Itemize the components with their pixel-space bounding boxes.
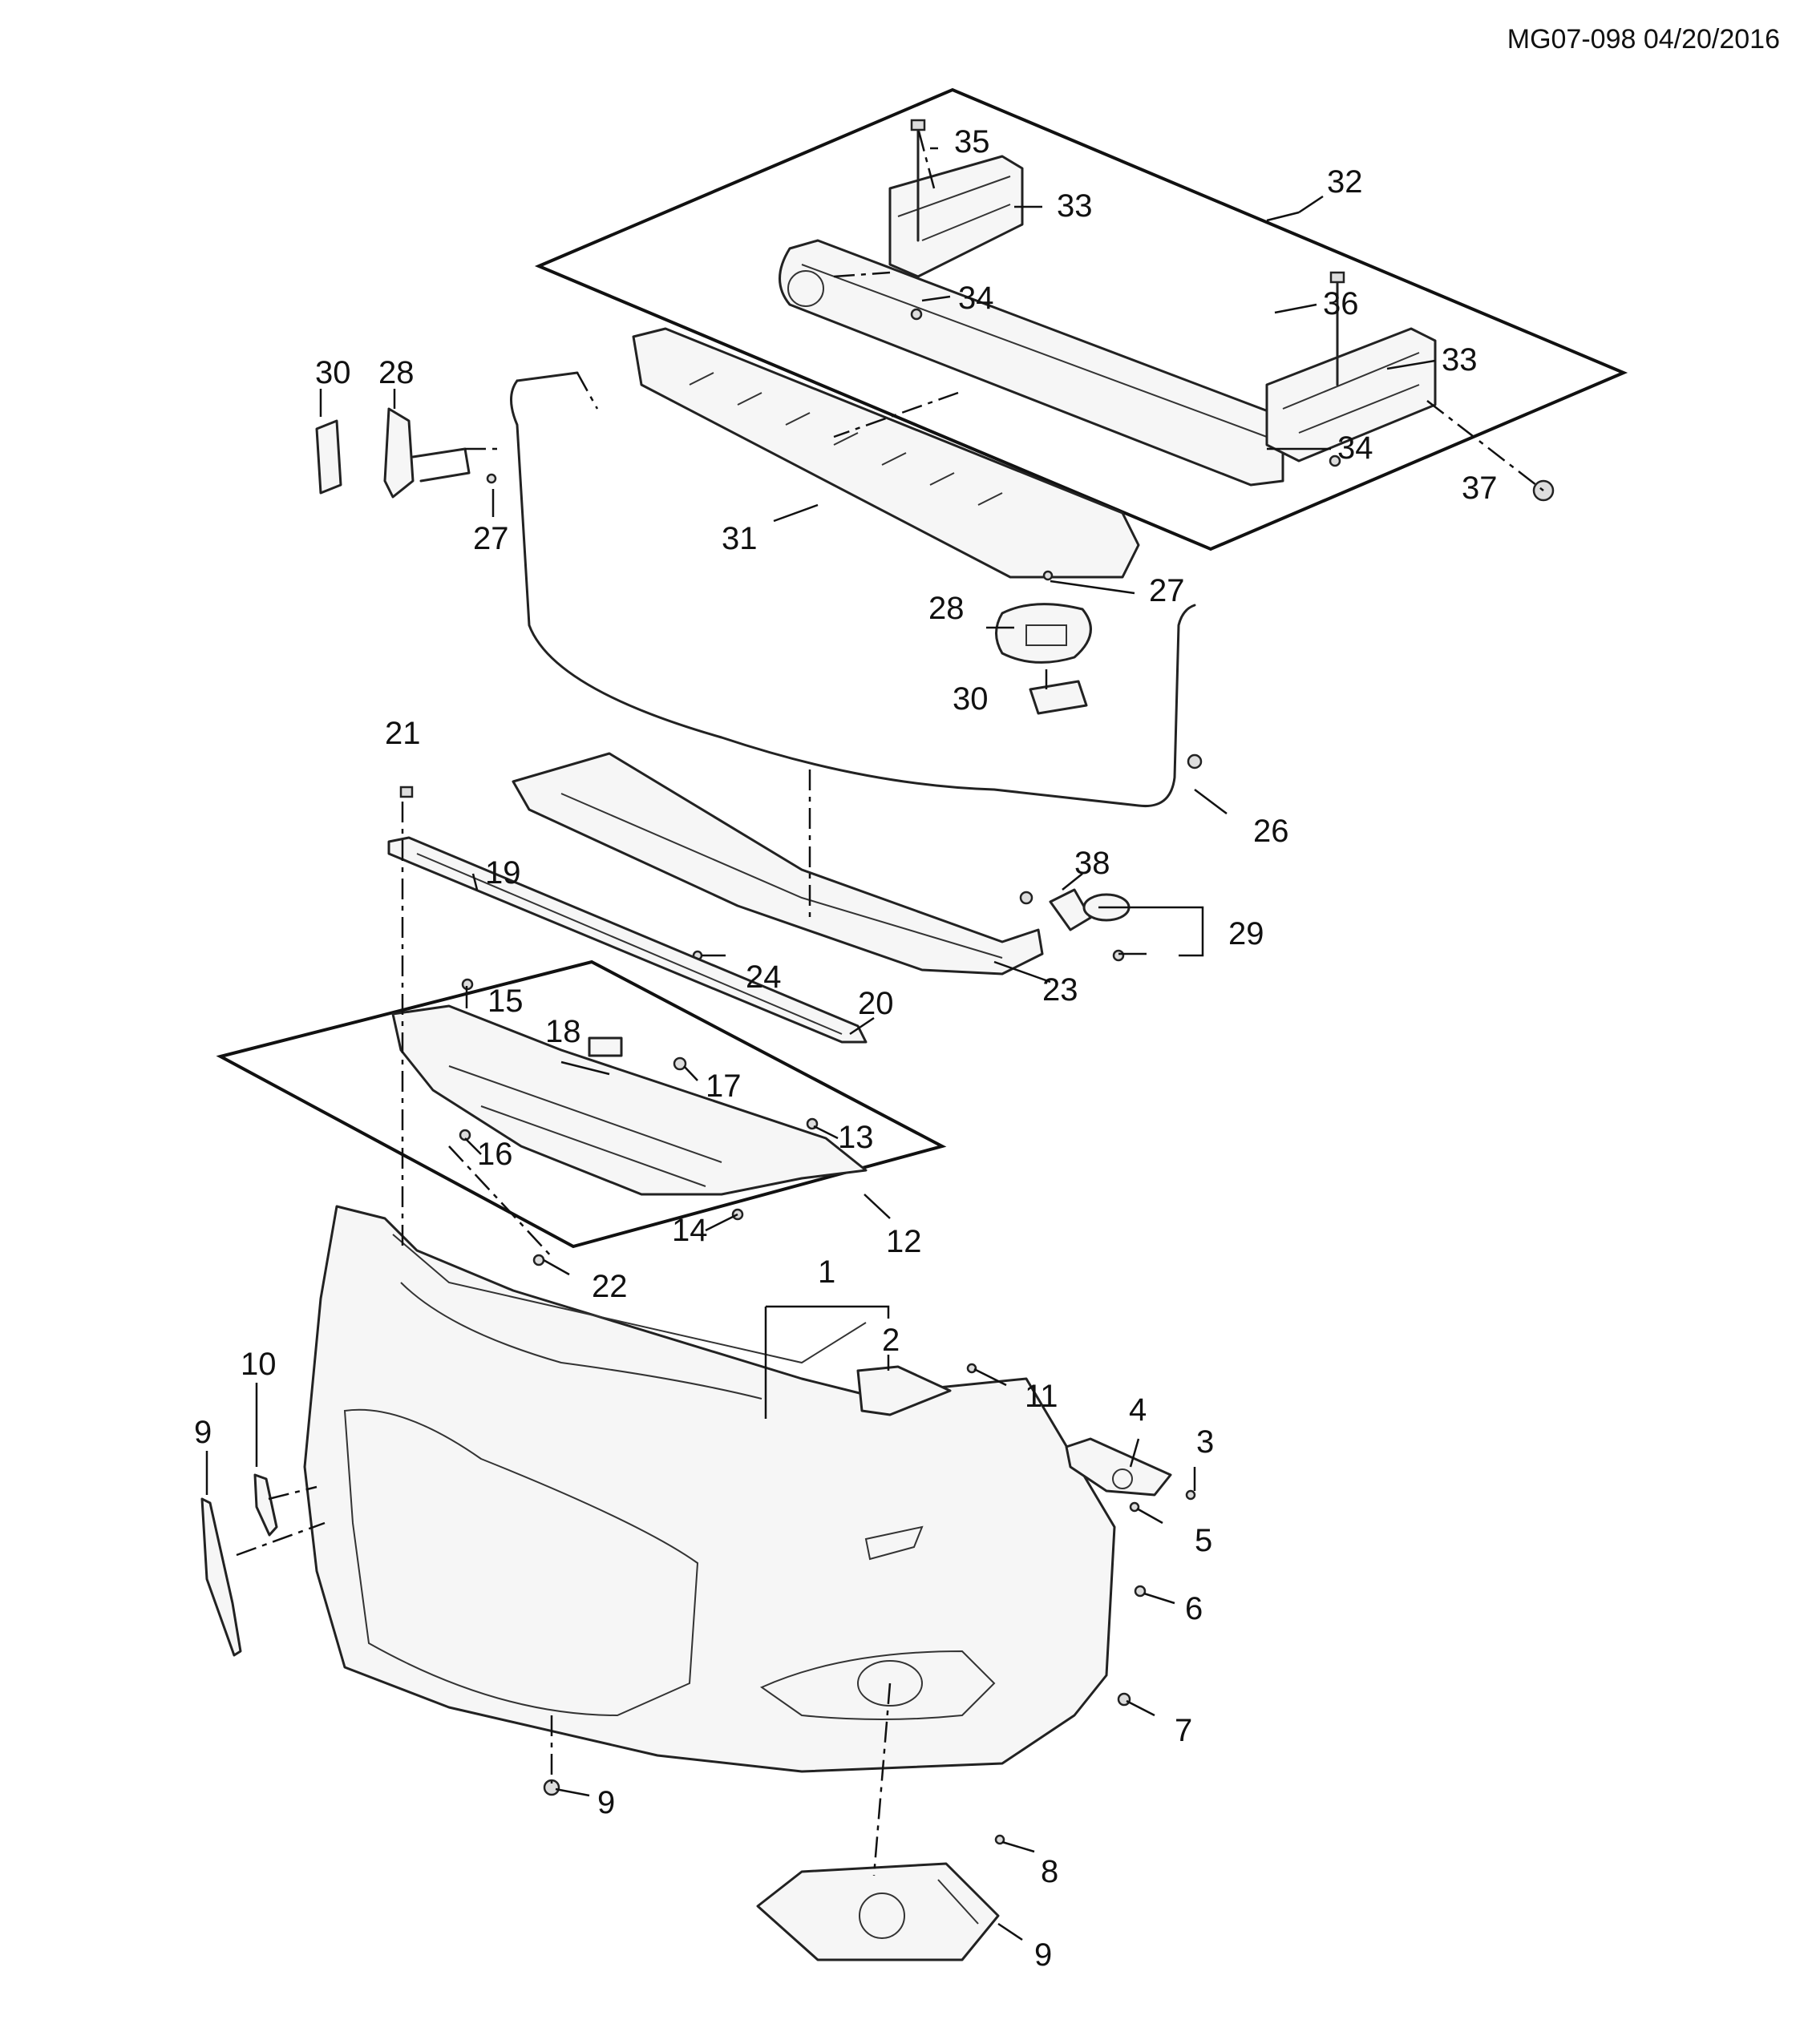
screw-6 (1134, 1585, 1147, 1598)
callout-34-top: 34 (958, 281, 994, 316)
bracket-4 (1065, 1437, 1172, 1497)
callout-23: 22 (592, 1269, 628, 1304)
callout-6: 6 (1185, 1591, 1203, 1626)
leader-lines (205, 147, 1436, 1941)
callout-14: 13 (838, 1120, 874, 1155)
assembly-frame-32 (534, 87, 1628, 551)
bezel-11 (253, 1473, 278, 1537)
callout-11: 10 (241, 1347, 277, 1382)
nut-10 (543, 1779, 560, 1796)
screw-3 (1185, 1489, 1196, 1501)
callout-24: 23 (1042, 972, 1078, 1008)
callout-3: 3 (1196, 1424, 1214, 1460)
fascia-support-20 (387, 836, 868, 1044)
nut-34-right (1329, 454, 1341, 467)
callout-37: 38 (1074, 846, 1110, 881)
energy-absorber-31 (632, 327, 1140, 579)
screw-7 (1117, 1692, 1131, 1707)
callout-32: 32 (1327, 164, 1363, 200)
callout-28-right: 28 (928, 591, 965, 626)
callout-27-right: 27 (1149, 573, 1185, 608)
bolt-35-left (910, 119, 926, 242)
callout-34-right: 34 (1337, 430, 1373, 466)
callout-22: 21 (385, 716, 421, 751)
callout-33-top: 33 (1057, 188, 1093, 224)
callout-16: 15 (487, 984, 524, 1019)
screw-8 (994, 1834, 1005, 1845)
callout-9-bottom: 9 (1034, 1937, 1052, 1973)
front-bumper-fascia-1 (303, 1205, 1116, 1773)
bumper-bracket-33-left (888, 155, 1024, 278)
callout-21: 20 (858, 986, 894, 1021)
callout-36: 37 (1462, 471, 1498, 506)
callout-28-left: 28 (378, 355, 415, 390)
callout-31: 31 (722, 521, 758, 556)
callout-19: 18 (545, 1014, 581, 1049)
callout-25: 24 (746, 959, 782, 995)
callout-26: 26 (1253, 814, 1289, 849)
clip-22 (399, 786, 414, 798)
callout-2: 2 (882, 1323, 900, 1358)
fog-lamp-bezel-9-left (200, 1497, 242, 1657)
bolt-35-right (1329, 271, 1345, 386)
fog-lamp-bezel-9-bottom (756, 1862, 1000, 1961)
callout-7: 7 (1175, 1713, 1192, 1748)
callout-35-right: 36 (1323, 286, 1359, 321)
clip-5 (1129, 1501, 1140, 1513)
lower-support-24 (512, 752, 1044, 976)
callout-8: 8 (1041, 1854, 1058, 1889)
callout-1: 1 (818, 1254, 835, 1290)
callout-4: 4 (1129, 1392, 1147, 1428)
callout-15: 14 (672, 1213, 708, 1248)
callout-20: 19 (485, 855, 521, 891)
nut-34-left (910, 308, 923, 321)
headlamp-washer-right (995, 570, 1092, 715)
clip-23 (532, 1254, 545, 1266)
callout-33-right: 33 (1442, 342, 1478, 378)
callout-12: 11 (1025, 1379, 1058, 1414)
callout-18: 17 (706, 1068, 742, 1104)
callout-27-left: 27 (473, 521, 509, 556)
assembly-frame-13 (216, 959, 947, 1249)
callout-labels: 35 33 34 32 36 33 34 37 30 28 27 31 27 2… (194, 124, 1498, 1973)
bracket-2 (856, 1365, 952, 1416)
headlamp-washer-left (315, 407, 497, 499)
air-shutter-assembly (391, 978, 868, 1221)
bumper-bracket-33-right (1265, 327, 1437, 463)
callout-30-right: 30 (953, 681, 989, 717)
callout-29: 29 (1228, 916, 1264, 951)
callout-30-left: 30 (315, 355, 351, 390)
callout-17: 16 (477, 1137, 513, 1172)
screw-12 (966, 1363, 977, 1374)
alignment-lines (236, 127, 1544, 1876)
washer-hose-26 (510, 371, 1203, 808)
impact-bar (779, 239, 1284, 487)
callout-9-left: 9 (194, 1415, 212, 1450)
diagram-header: MG07-098 04/20/2016 (1507, 24, 1780, 55)
callout-35-top: 35 (954, 124, 990, 160)
callout-10: 9 (597, 1785, 615, 1820)
callout-5: 5 (1195, 1523, 1212, 1558)
callout-13: 12 (886, 1224, 922, 1259)
